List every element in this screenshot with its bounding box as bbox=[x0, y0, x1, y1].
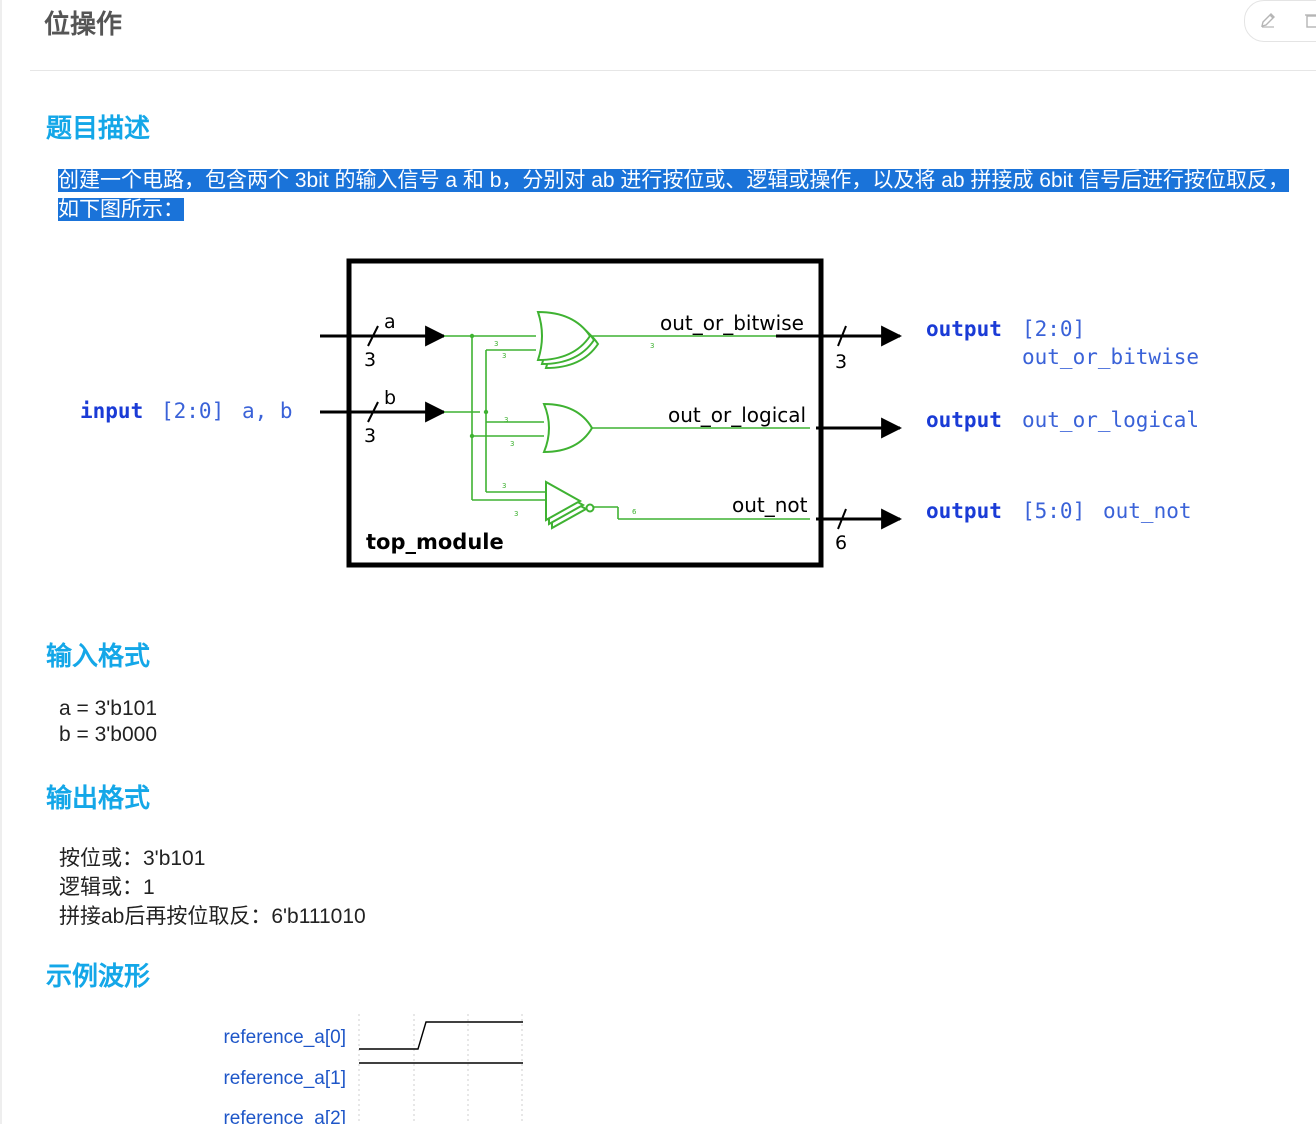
tiny-bus-label: 3 bbox=[650, 342, 654, 350]
section-heading-example-wave: 示例波形 bbox=[46, 961, 151, 991]
wave-trace-a0 bbox=[359, 1021, 523, 1050]
signal-out-or-bitwise: out_or_bitwise bbox=[660, 311, 804, 335]
out2-name: out_or_logical bbox=[1022, 408, 1199, 432]
description-selected-text: 创建一个电路，包含两个 3bit 的输入信号 a 和 b，分别对 ab 进行按位… bbox=[58, 169, 1289, 221]
tiny-bus-label: 3 bbox=[514, 510, 518, 518]
out1-name: out_or_bitwise bbox=[1022, 345, 1199, 369]
input-names: a, b bbox=[242, 399, 293, 423]
or-gate-bitwise bbox=[536, 310, 600, 370]
width-out-not-label: 6 bbox=[835, 532, 847, 554]
wave-gridlines bbox=[358, 1014, 523, 1124]
tiny-bus-label: 6 bbox=[632, 508, 637, 516]
tiny-bus-label: 3 bbox=[502, 352, 506, 360]
width-b-label: 3 bbox=[364, 425, 376, 447]
trash-icon-glyph bbox=[1305, 14, 1316, 28]
out3-range: [5:0] bbox=[1022, 499, 1085, 523]
junction-dot bbox=[469, 333, 475, 339]
or-gate-logical bbox=[542, 402, 594, 454]
trash-icon[interactable] bbox=[1301, 9, 1316, 31]
title-divider bbox=[30, 70, 1316, 71]
waveform: reference_a[0] reference_a[1] reference_… bbox=[223, 1014, 523, 1124]
junction-dot bbox=[483, 409, 489, 415]
action-toolbar bbox=[1244, 0, 1316, 42]
section-heading-output-format: 输出格式 bbox=[46, 783, 151, 813]
input-format-line: a = 3'b101 bbox=[59, 697, 158, 720]
tiny-bus-label: 3 bbox=[502, 482, 506, 490]
pencil-icon-glyph bbox=[1261, 13, 1275, 28]
circuit-diagram: input [2:0] a, b a b 3 3 bbox=[80, 258, 1199, 568]
pencil-icon[interactable] bbox=[1257, 9, 1279, 31]
tiny-bus-labels: 3 3 3 3 3 3 3 6 bbox=[494, 340, 654, 518]
internal-wiring bbox=[444, 335, 810, 520]
not-gate bbox=[545, 480, 595, 530]
out1-range: [2:0] bbox=[1022, 317, 1085, 341]
description-text: 创建一个电路，包含两个 3bit 的输入信号 a 和 b，分别对 ab 进行按位… bbox=[58, 166, 1308, 224]
out1-keyword: output bbox=[926, 317, 1002, 341]
tiny-bus-label: 3 bbox=[494, 340, 498, 348]
section-heading-input-format: 输入格式 bbox=[46, 641, 151, 671]
input-range: [2:0] bbox=[161, 399, 224, 423]
wave-signal-label: reference_a[1] bbox=[223, 1068, 346, 1089]
signal-out-not: out_not bbox=[732, 493, 808, 517]
input-keyword: input bbox=[80, 399, 143, 423]
bus-slash-a bbox=[367, 325, 379, 347]
page-title: 位操作 bbox=[44, 9, 123, 39]
wave-signal-label: reference_a[0] bbox=[223, 1027, 346, 1048]
signal-out-or-logical: out_or_logical bbox=[668, 403, 806, 427]
module-name: top_module bbox=[366, 530, 504, 554]
out3-name: out_not bbox=[1103, 499, 1192, 523]
tiny-bus-label: 3 bbox=[504, 416, 508, 424]
output-format-line: 按位或：3'b101 bbox=[59, 847, 206, 870]
wire-a-label: a bbox=[384, 311, 396, 333]
width-a-label: 3 bbox=[364, 349, 376, 371]
left-border bbox=[0, 0, 2, 1124]
bus-slash-out-bitwise bbox=[837, 325, 847, 347]
section-heading-description: 题目描述 bbox=[46, 113, 151, 143]
wave-signal-label: reference_a[2] bbox=[223, 1108, 346, 1124]
bus-slash-b bbox=[367, 401, 379, 423]
tiny-bus-label: 3 bbox=[510, 440, 514, 448]
input-format-line: b = 3'b000 bbox=[59, 723, 158, 746]
output-format-line: 逻辑或：1 bbox=[59, 876, 155, 899]
out3-keyword: output bbox=[926, 499, 1002, 523]
junction-dot bbox=[469, 433, 475, 439]
bus-slash-out-not bbox=[837, 508, 847, 530]
width-out-bitwise-label: 3 bbox=[835, 351, 847, 373]
out2-keyword: output bbox=[926, 408, 1002, 432]
wire-b-label: b bbox=[384, 387, 396, 409]
output-format-line: 拼接ab后再按位取反：6'b111010 bbox=[59, 905, 366, 928]
